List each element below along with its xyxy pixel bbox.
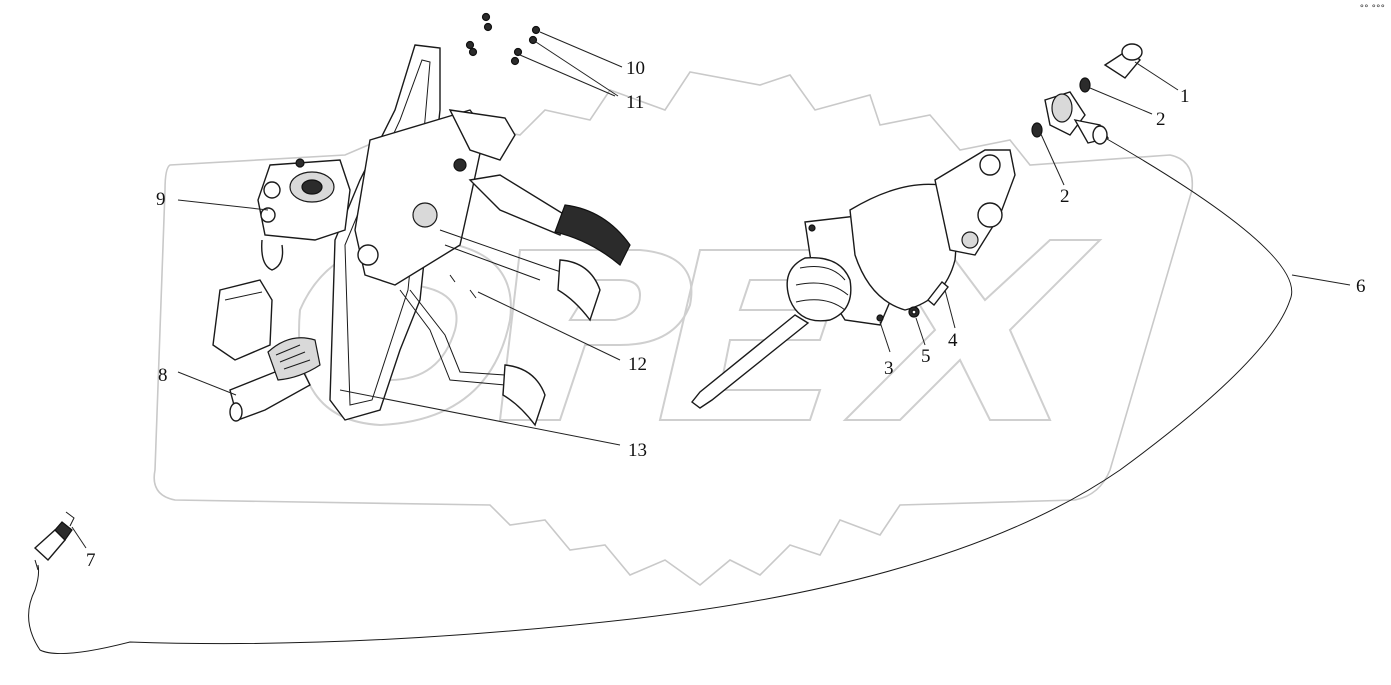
- callout-1: 1: [1180, 86, 1190, 107]
- callout-3: 3: [884, 358, 894, 379]
- accelerator-pedal-arm: [468, 174, 566, 236]
- callout-labels: 1 2 2 3 4 5 6 7 8 9 10 11 12 13: [86, 58, 1366, 571]
- callout-7: 7: [86, 550, 96, 571]
- booster-bellows: [786, 256, 852, 322]
- corner-mark: °° °°°: [1359, 4, 1385, 14]
- brake-pedal-pad: [502, 364, 546, 427]
- brake-pedal-arm: [399, 289, 506, 386]
- callout-13: 13: [628, 440, 647, 461]
- callout-6: 6: [1356, 276, 1366, 297]
- watermark-gear-outline: [153, 71, 1194, 587]
- pedal-box-assembly: [329, 12, 631, 427]
- watermark-letter-x: [842, 239, 1103, 421]
- callout-2-upper: 2: [1156, 109, 1166, 130]
- brake-valve-9: [257, 158, 351, 271]
- accelerator-pedal-pad: [554, 204, 631, 266]
- watermark-logo: [153, 71, 1194, 587]
- hydraulic-pipe-6: [28, 134, 1293, 655]
- callout-8: 8: [158, 365, 168, 386]
- banjo-fitting-set: [1031, 43, 1143, 145]
- booster-pushrod: [691, 314, 810, 409]
- booster-valve-housing: [934, 149, 1016, 256]
- clutch-booster-3: [691, 149, 1016, 409]
- callout-4: 4: [948, 330, 958, 351]
- callout-10: 10: [626, 58, 645, 79]
- watermark-letter-p: [498, 249, 693, 421]
- clutch-pedal-pad: [557, 259, 601, 322]
- callout-5: 5: [921, 346, 931, 367]
- callout-2-lower: 2: [1060, 186, 1070, 207]
- leader-lines: [71, 31, 1351, 549]
- pedal-upper-link: [448, 109, 516, 161]
- pressure-switch-7: [33, 511, 75, 571]
- callout-12: 12: [628, 354, 647, 375]
- callout-9: 9: [156, 189, 166, 210]
- bolt-4: [927, 280, 949, 307]
- callout-11: 11: [626, 92, 644, 113]
- booster-body: [849, 183, 957, 311]
- clutch-master-cylinder-8: [212, 279, 321, 422]
